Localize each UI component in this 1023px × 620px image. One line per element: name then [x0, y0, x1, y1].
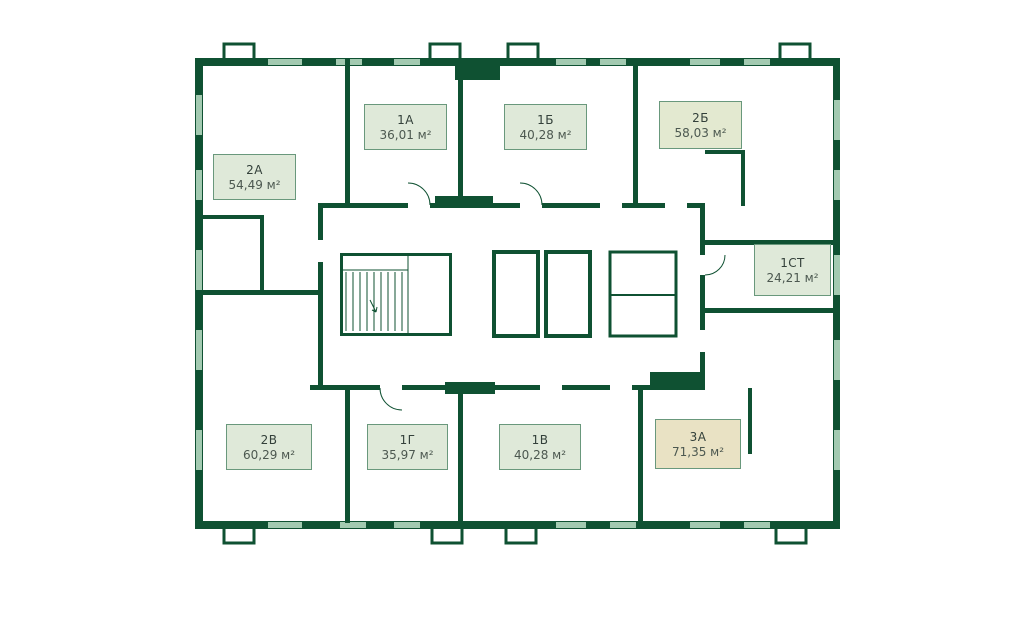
apartment-id: 1В — [531, 432, 549, 447]
apartment-id: 1А — [397, 112, 414, 127]
apartment-id: 2Б — [692, 110, 709, 125]
apartment-area: 40,28 м² — [519, 127, 572, 142]
apartment-area: 71,35 м² — [671, 444, 725, 459]
apartment-1a[interactable]: 1А 36,01 м² — [364, 104, 447, 150]
elevator-shafts — [492, 250, 678, 338]
apartment-id: 3А — [689, 429, 707, 444]
elevator-shaft-1 — [492, 250, 540, 338]
apartment-1st[interactable]: 1СТ 24,21 м² — [754, 244, 831, 296]
apartment-id: 2В — [260, 432, 278, 447]
apartment-area: 24,21 м² — [766, 270, 819, 285]
apartment-area: 58,03 м² — [674, 125, 727, 140]
apartment-area: 35,97 м² — [381, 447, 434, 462]
door-openings — [317, 202, 706, 391]
interior-walls — [203, 58, 833, 523]
apartment-area: 60,29 м² — [242, 447, 296, 462]
apartment-id: 1Г — [399, 432, 416, 447]
stairwell — [340, 253, 452, 336]
apartment-id: 2А — [246, 162, 263, 177]
stair-direction-arrow — [369, 299, 378, 313]
apartment-area: 54,49 м² — [228, 177, 281, 192]
stair-treads — [340, 256, 409, 333]
apartment-1v[interactable]: 1В 40,28 м² — [499, 424, 581, 470]
apartment-id: 1СТ — [780, 255, 805, 270]
apartment-area: 40,28 м² — [513, 447, 567, 462]
door-swing-arcs — [379, 182, 726, 411]
apartment-2v[interactable]: 2В 60,29 м² — [226, 424, 312, 470]
apartment-1g[interactable]: 1Г 35,97 м² — [367, 424, 448, 470]
apartment-area: 36,01 м² — [379, 127, 432, 142]
apartment-2a[interactable]: 2А 54,49 м² — [213, 154, 296, 200]
apartment-id: 1Б — [537, 112, 554, 127]
apartment-3a[interactable]: 3А 71,35 м² — [655, 419, 741, 469]
elevator-shaft-2 — [544, 250, 592, 338]
apartment-2b[interactable]: 2Б 58,03 м² — [659, 101, 742, 149]
apartment-1b[interactable]: 1Б 40,28 м² — [504, 104, 587, 150]
window-marks — [196, 59, 840, 528]
